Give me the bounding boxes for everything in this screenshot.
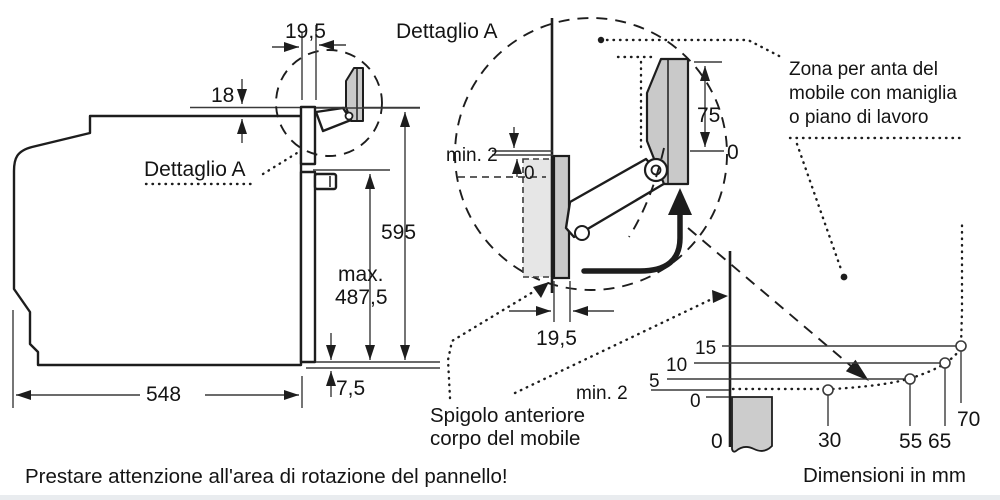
dim-height-label: 595 [381, 221, 416, 244]
mini-hinge-pivot [344, 111, 354, 121]
dim-width-label: 548 [146, 383, 181, 406]
warning-text: Prestare attenzione all'area di rotazion… [25, 465, 508, 488]
zone-note-line2: mobile con maniglia [789, 83, 957, 104]
door-swing-dashed-arc [628, 147, 665, 238]
curve-dotted-rise [831, 220, 964, 391]
dim-max-prefix-label: max. [338, 263, 384, 286]
data-point-55-5 [904, 373, 916, 385]
bottom-edge-strip [0, 495, 1000, 500]
dim-min-gap-label: min. 2 [446, 145, 498, 166]
zone-note-line3: o piano di lavoro [789, 107, 928, 128]
x-label-70: 70 [957, 408, 980, 431]
x-label-55: 55 [899, 430, 922, 453]
hinge-arm-notch [574, 225, 590, 241]
detail-a-callout-label: Dettaglio A [144, 158, 246, 181]
dim-max-value-label: 487,5 [335, 286, 388, 309]
dim-bottom-gap-label: 7,5 [336, 377, 365, 400]
leader-arrow-head-right [712, 290, 728, 303]
oven-body-outline [12, 114, 303, 367]
x-label-65: 65 [928, 430, 951, 453]
hinge-arm [564, 157, 669, 239]
oven-front-panel-upper [299, 105, 317, 166]
spigolo-label-line2: corpo del mobile [430, 427, 580, 450]
dotted-leader-right [513, 296, 716, 395]
leader-arrow-head-left [533, 282, 549, 298]
dim-top-offset-label: 18 [211, 84, 234, 107]
x-label-30: 30 [818, 429, 841, 452]
dim-top-depth-label: 19,5 [285, 20, 326, 43]
dashed-arrow-head [845, 359, 869, 381]
door-closed-ghost [522, 158, 553, 278]
leader-start-dot [597, 36, 605, 44]
spigolo-label-line1: Spigolo anteriore [430, 404, 585, 427]
dotted-leader-left [446, 290, 535, 400]
detail-a-title: Dettaglio A [396, 20, 498, 43]
furniture-body-section [731, 396, 773, 453]
data-point-30-2 [822, 384, 834, 396]
detail-a-small-circle [275, 49, 383, 157]
x-label-0: 0 [711, 430, 723, 453]
dim-frame-depth-label: 19,5 [536, 327, 577, 350]
dim-rise-label: 75 [697, 104, 720, 127]
oven-side-view: 19,5 18 Dettaglio A 595 max. 487,5 7,5 5… [12, 20, 440, 408]
y-label-5: 5 [649, 371, 660, 392]
dotted-zone-boundary [795, 142, 844, 274]
dashed-arrow-shaft [687, 227, 852, 367]
dim-zero-right-label: 0 [727, 141, 739, 164]
clearance-graph: 15 10 5 min. 2 0 0 30 55 65 70 [576, 220, 980, 453]
zone-annotation: Zona per anta del mobile con maniglia o … [597, 36, 966, 381]
rotation-arrow-shaft [581, 211, 683, 274]
y-label-10: 10 [666, 355, 687, 376]
units-text: Dimensioni in mm [803, 464, 966, 487]
zone-boundary-end-dot [840, 273, 848, 281]
dotted-leader-to-note [605, 38, 785, 60]
spigolo-annotation: Spigolo anteriore corpo del mobile [430, 282, 728, 450]
data-point-70-15 [955, 340, 967, 352]
data-point-65-10 [939, 357, 951, 369]
y-label-0: 0 [690, 391, 701, 412]
dotted-leader [261, 151, 299, 176]
dim-zero-left-label: 0 [524, 163, 535, 184]
y-label-15: 15 [695, 338, 716, 359]
y-label-min2: min. 2 [576, 383, 628, 404]
mini-hinge-arm [314, 106, 353, 133]
oven-handle [313, 172, 338, 191]
zone-note-line1: Zona per anta del [789, 59, 938, 80]
oven-front-panel-lower [299, 170, 317, 364]
detail-a-big-circle [454, 17, 728, 291]
rotation-arrow-head [668, 188, 692, 215]
detail-a-view: Dettaglio A min. 2 0 75 0 [396, 17, 739, 350]
